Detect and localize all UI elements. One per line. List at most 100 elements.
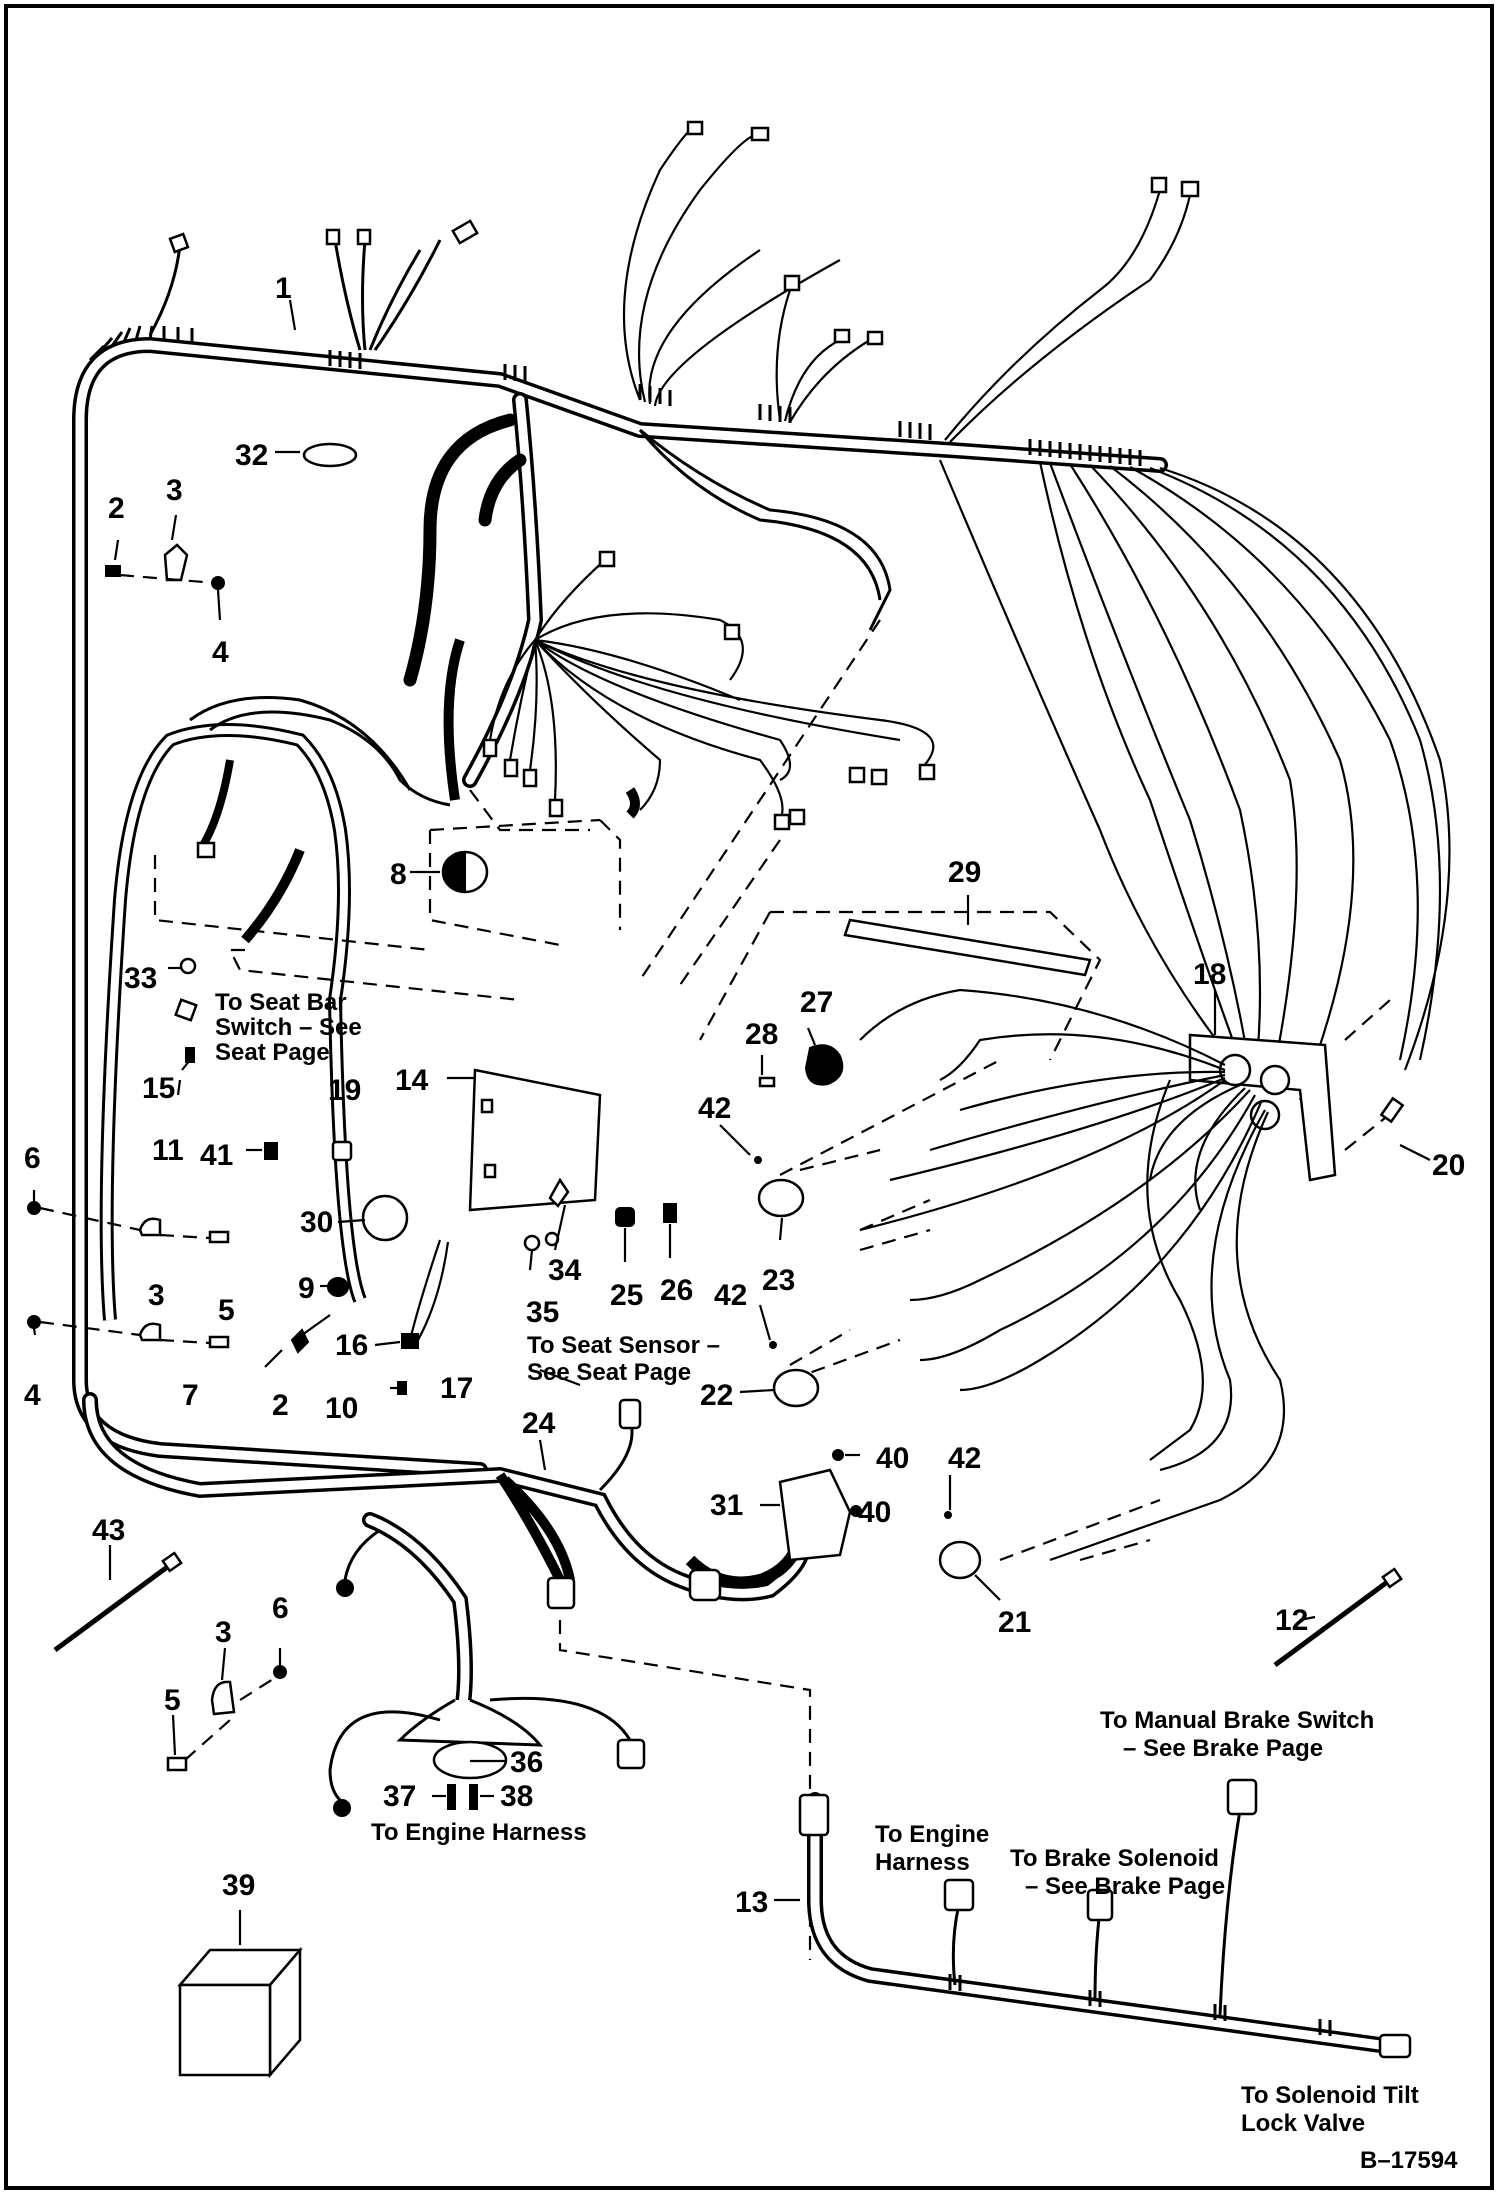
callout-30: 30	[300, 1206, 333, 1239]
callout-13: 13	[735, 1886, 768, 1919]
callout-25: 25	[610, 1279, 643, 1312]
callout-42-mid: 42	[714, 1279, 747, 1312]
bracket-29	[843, 918, 1092, 977]
callout-5: 5	[218, 1294, 235, 1327]
left-loop-harness	[99, 696, 521, 1321]
ring-35	[523, 1234, 541, 1252]
note-brake-solenoid-1: To Brake Solenoid	[1010, 1845, 1219, 1872]
washer-30	[361, 1194, 409, 1242]
note-engine-harness-left: To Engine Harness	[371, 1819, 587, 1846]
callout-24: 24	[522, 1407, 556, 1440]
callout-40-bottom: 40	[858, 1496, 891, 1529]
note-manual-brake-1: To Manual Brake Switch	[1100, 1707, 1374, 1734]
clip-3	[163, 543, 189, 582]
callout-43: 43	[92, 1514, 125, 1547]
note-manual-brake-2: – See Brake Page	[1123, 1735, 1323, 1762]
callout-31: 31	[710, 1489, 743, 1522]
callout-3-mid: 3	[148, 1279, 165, 1312]
callout-17: 17	[440, 1372, 473, 1405]
note-solenoid-tilt-1: To Solenoid Tilt	[1241, 2082, 1419, 2109]
note-seat-bar-1: To Seat Bar	[215, 989, 347, 1016]
callout-19: 19	[328, 1074, 361, 1107]
module-31	[778, 1468, 852, 1562]
callout-9: 9	[298, 1272, 315, 1305]
callout-7: 7	[182, 1379, 199, 1412]
gauge-22	[772, 1368, 820, 1408]
callout-numbers: 1 32 2 3 4 8 29 18 14 27 28 42 20 33 15 …	[24, 272, 1465, 1919]
cable-tie-12	[1273, 1577, 1392, 1668]
callout-14: 14	[395, 1064, 429, 1097]
cable-tie-43	[53, 1562, 172, 1653]
note-seat-bar-2: Switch – See	[215, 1014, 362, 1041]
screw-11	[185, 1047, 195, 1063]
callout-42-top: 42	[698, 1092, 731, 1125]
callout-8: 8	[390, 858, 407, 891]
gauge-23	[757, 1178, 805, 1218]
callout-1: 1	[275, 272, 292, 305]
nut-6-lower	[273, 1665, 287, 1679]
callout-3-lower: 3	[215, 1616, 232, 1649]
screw-28	[758, 1076, 776, 1088]
clip-10	[290, 1328, 310, 1354]
callout-4: 4	[212, 636, 229, 669]
diagram-id: B–17594	[1360, 2147, 1458, 2174]
callout-23: 23	[762, 1264, 795, 1297]
note-seat-sensor-1: To Seat Sensor –	[527, 1332, 720, 1359]
bolt-2	[105, 565, 121, 577]
callout-41: 41	[200, 1139, 233, 1172]
note-engine-harness-right-2: Harness	[875, 1849, 970, 1876]
bracket-14	[468, 1068, 602, 1212]
diagram-frame	[4, 4, 1494, 2190]
screw-2	[208, 1335, 230, 1349]
clip-7	[138, 1322, 162, 1342]
screw-5-lower	[166, 1756, 188, 1772]
callout-38: 38	[500, 1780, 533, 1813]
screw-33	[179, 957, 197, 975]
part-26	[663, 1203, 677, 1223]
callout-10: 10	[325, 1392, 358, 1425]
lower-harness	[82, 1392, 818, 1960]
callout-39: 39	[222, 1869, 255, 1902]
nut-9	[327, 1277, 349, 1297]
callout-37: 37	[383, 1780, 416, 1813]
center-branch	[403, 392, 936, 986]
connector-block-18	[1188, 999, 1405, 1182]
brake-harness	[798, 1778, 1412, 2059]
callout-2: 2	[108, 492, 125, 525]
note-brake-solenoid-2: – See Brake Page	[1025, 1873, 1225, 1900]
callout-27: 27	[800, 986, 833, 1019]
note-seat-bar-3: Seat Page	[215, 1039, 330, 1066]
callout-11: 11	[152, 1134, 184, 1167]
note-seat-sensor-2: See Seat Page	[527, 1359, 691, 1386]
note-solenoid-tilt-2: Lock Valve	[1241, 2110, 1365, 2137]
part-25	[615, 1207, 635, 1227]
callout-6-lower: 6	[272, 1592, 289, 1625]
callout-21: 21	[998, 1606, 1031, 1639]
screw-5	[208, 1230, 230, 1244]
callout-6: 6	[24, 1142, 41, 1175]
gauge-wires	[699, 910, 1286, 1562]
callout-33: 33	[124, 962, 157, 995]
callout-12: 12	[1275, 1604, 1308, 1637]
nut-4-lower	[27, 1315, 41, 1329]
annotation-notes: To Seat Bar Switch – See Seat Page To Se…	[215, 989, 1458, 2174]
clip-3-left	[138, 1217, 162, 1237]
callout-15: 15	[142, 1072, 175, 1105]
callout-3: 3	[166, 474, 183, 507]
callout-16: 16	[335, 1329, 368, 1362]
callout-40-top: 40	[876, 1442, 909, 1475]
callout-28: 28	[745, 1018, 778, 1051]
note-engine-harness-right-1: To Engine	[875, 1821, 989, 1848]
box-39	[177, 1946, 303, 2079]
clip-34	[548, 1177, 570, 1208]
part-19	[331, 1140, 353, 1162]
callout-22: 22	[700, 1379, 733, 1412]
nut-6	[27, 1201, 41, 1215]
main-harness	[72, 120, 1451, 1478]
callout-34: 34	[548, 1254, 582, 1287]
callout-20: 20	[1432, 1149, 1465, 1182]
clip-15	[174, 998, 198, 1022]
pin-38	[469, 1784, 478, 1810]
